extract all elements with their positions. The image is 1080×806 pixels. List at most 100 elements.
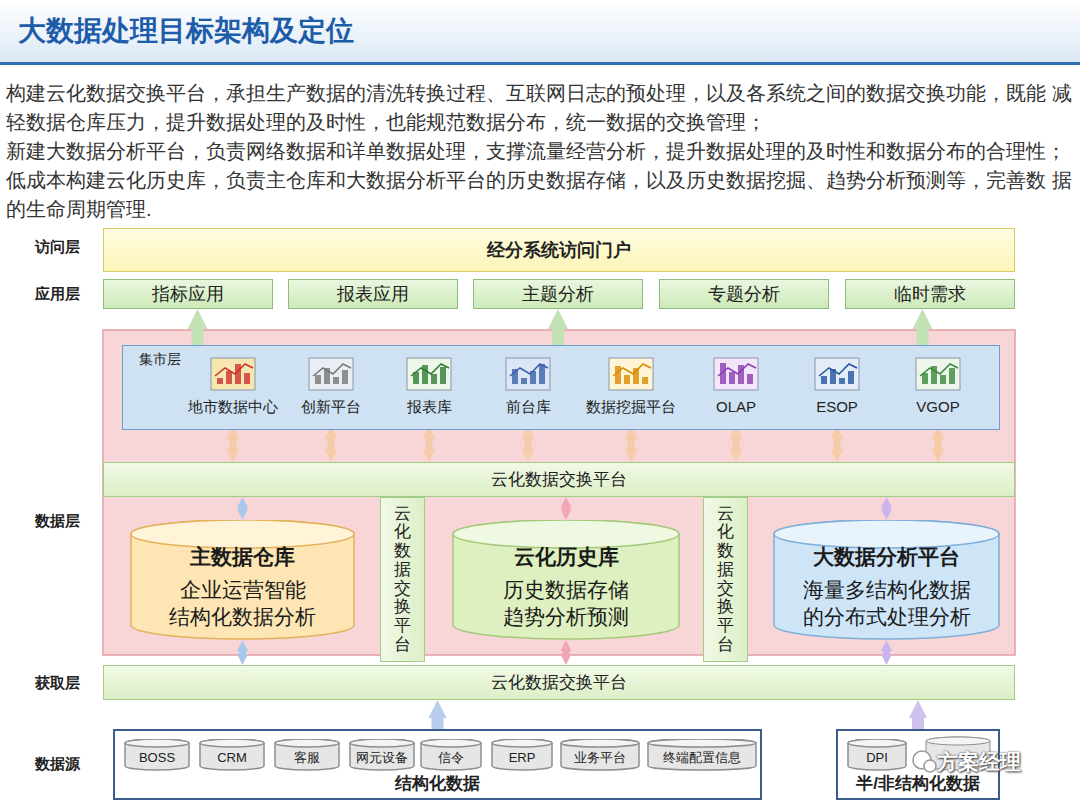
source-cylinder: ERP (491, 739, 553, 771)
layer-label: 应用层 (35, 285, 80, 304)
cylinder-body (200, 739, 264, 770)
node-label: 地市数据中心 (188, 398, 278, 417)
icon-frame (714, 358, 758, 390)
mart-item: OLAP (688, 352, 784, 426)
icon-bar (729, 372, 735, 384)
node-label: CRM (217, 750, 247, 765)
icon-bar (521, 378, 527, 384)
cylinder-top (275, 739, 339, 747)
icon-bar (747, 374, 753, 384)
layer-label: 数据源 (35, 755, 80, 774)
layer-label: 获取层 (35, 674, 80, 693)
mart-item: 创新平台 (283, 352, 379, 426)
icon-frame (609, 358, 653, 390)
cylinder-top (848, 739, 906, 747)
cylinder-body (421, 739, 481, 770)
mart-icon (712, 356, 760, 392)
icon-line (613, 364, 651, 376)
exchange-connector (239, 651, 246, 654)
icon-line (313, 364, 351, 376)
intro-text: 构建云化数据交换平台，承担生产数据的清洗转换过程、互联网日志的预处理，以及各系统… (6, 79, 1076, 224)
flow-arrow (912, 718, 924, 729)
exchange-connector (328, 439, 335, 449)
icon-line (215, 364, 253, 376)
icon-bar (315, 375, 321, 384)
node-label: 创新平台 (301, 398, 361, 417)
mart-icon (813, 356, 861, 392)
icon-bar (422, 365, 428, 384)
cylinder-body (492, 739, 552, 770)
mart-icon (914, 356, 962, 392)
cylinder-body (275, 739, 339, 770)
icon-bar (642, 377, 648, 384)
icon-bar (440, 367, 446, 384)
icon-bar (342, 370, 348, 384)
exchange-connector (230, 439, 237, 449)
database-cylinder: 云化历史库历史数据存储 趋势分析预测 (452, 520, 680, 640)
application-box: 临时需求 (845, 279, 1015, 309)
icon-bar (333, 377, 339, 384)
icon-frame (407, 358, 451, 390)
node-label: 专题分析 (708, 282, 780, 306)
application-box: 指标应用 (103, 279, 273, 309)
node-label: 数据挖掘平台 (586, 398, 676, 417)
cylinder-top (561, 739, 639, 747)
cylinder-body (131, 520, 354, 639)
exchange-connector (834, 439, 841, 449)
icon-bar (922, 373, 928, 384)
node-label: 报表库 (407, 398, 452, 417)
node-label: OLAP (716, 398, 756, 415)
cylinder-body (648, 739, 756, 770)
node-label: DPI (866, 750, 888, 765)
cylinder-body (774, 520, 999, 639)
cylinder-top (125, 739, 189, 747)
node-label: 客服 (294, 749, 320, 767)
source-cylinder: DPI (847, 739, 907, 771)
intro-paragraph: 新建大数据分析平台，负责网络数据和详单数据处理，支撑流量经营分析，提升数据处理的… (6, 137, 1076, 166)
source-cylinder: 网元设备 (349, 739, 415, 771)
watermark-icon (913, 751, 936, 772)
node-label: BOSS (139, 750, 175, 765)
icon-line (819, 364, 857, 376)
node-label: 云化数据交换平台 (717, 505, 734, 655)
application-box: 报表应用 (288, 279, 458, 309)
cylinder-body-text: 海量多结构化数据 的分布式处理分析 (785, 576, 988, 630)
icon-frame (309, 358, 353, 390)
icon-frame (211, 358, 255, 390)
cylinder-body-text: 企业运营智能 结构化数据分析 (142, 576, 343, 630)
cylinder-body (350, 739, 414, 770)
header-bar (0, 0, 1080, 62)
application-box: 专题分析 (659, 279, 829, 309)
node-label: 结构化数据 (115, 772, 760, 795)
icon-frame (506, 358, 550, 390)
mart-icon (209, 356, 257, 392)
icon-bar (217, 378, 223, 384)
database-cylinder: 大数据分析平台海量多结构化数据 的分布式处理分析 (773, 520, 1000, 640)
exchange-connector (525, 439, 532, 449)
icon-bar (431, 374, 437, 384)
source-group: 结构化数据BOSSCRM客服网元设备信令ERP业务平台终端配置信息 (113, 729, 762, 800)
node-label: 云化数据交换平台 (394, 505, 411, 655)
icon-bar (615, 366, 621, 384)
cylinder-heading: 云化历史库 (464, 543, 668, 570)
node-label: ESOP (816, 398, 858, 415)
node-label: 业务平台 (574, 749, 626, 767)
exchange-connector (563, 508, 570, 509)
node-label: 网元设备 (356, 749, 408, 767)
node-label: 临时需求 (894, 282, 966, 306)
mart-icon (307, 356, 355, 392)
exchange-connector (935, 439, 942, 449)
mart-item: ESOP (789, 352, 885, 426)
node-label: 指标应用 (152, 282, 224, 306)
source-cylinder: CRM (199, 739, 265, 771)
mart-icon (504, 356, 552, 392)
application-box: 主题分析 (473, 279, 643, 309)
cylinder-heading: 大数据分析平台 (785, 543, 988, 570)
cylinder-body (125, 739, 189, 770)
cylinder-top (492, 739, 552, 747)
cylinder-body (453, 520, 679, 639)
mart-item: VGOP (890, 352, 986, 426)
page-title: 大数据处理目标架构及定位 (18, 12, 354, 50)
